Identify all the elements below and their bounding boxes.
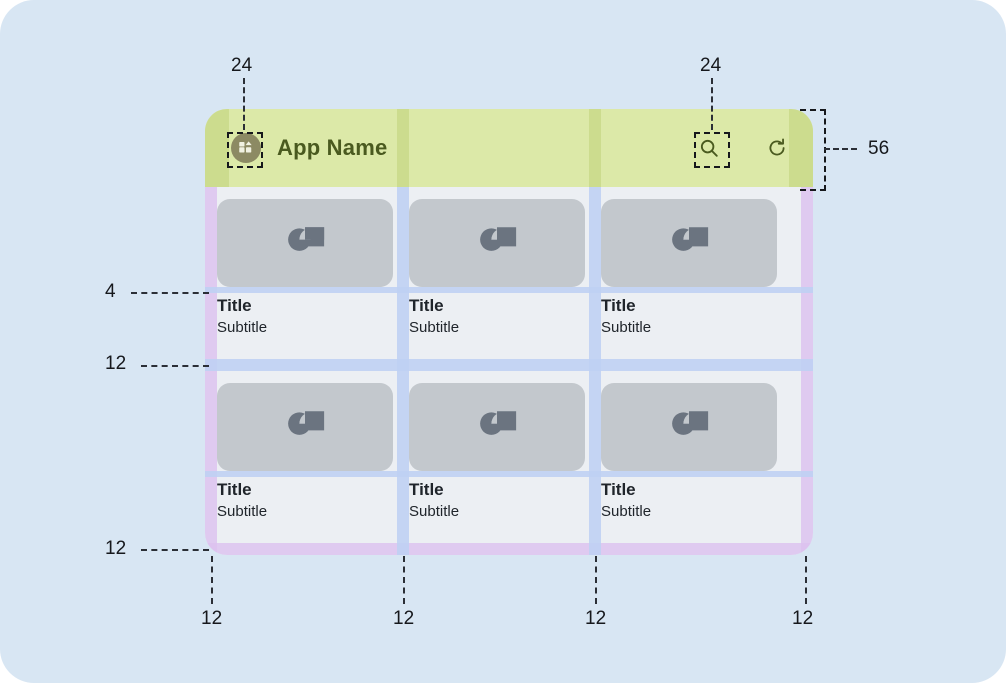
annotation-label-media-title-gap: 4: [105, 281, 116, 302]
annotation-label-appbar-height: 56: [868, 138, 890, 159]
leader-left-padding: [211, 556, 213, 604]
image-placeholder-icon: [288, 411, 325, 435]
image-placeholder-icon: [672, 227, 709, 251]
measure-box-nav-icon: [227, 132, 263, 168]
card-subtitle: Subtitle: [409, 503, 460, 521]
annotation-label-left-padding: 12: [201, 608, 223, 629]
nav-icon-button[interactable]: [231, 133, 261, 163]
annotation-label-icon-size-left: 24: [231, 55, 253, 76]
card-text: Title Subtitle: [409, 471, 585, 522]
leader-icon-size-left: [243, 78, 245, 130]
leader-icon-size-right: [711, 78, 713, 130]
card-media: [601, 383, 777, 471]
card-title: Title: [601, 480, 636, 499]
image-placeholder-icon: [672, 411, 709, 435]
card-subtitle: Subtitle: [217, 319, 268, 337]
card-text: Title Subtitle: [217, 471, 393, 522]
card-media: [409, 199, 585, 287]
card[interactable]: Title Subtitle: [601, 199, 777, 338]
card-media: [601, 199, 777, 287]
card-text: Title Subtitle: [601, 287, 777, 338]
annotation-label-row-gap: 12: [105, 353, 127, 374]
leader-bottom-padding: [141, 549, 209, 551]
card-media: [217, 383, 393, 471]
leader-right-padding: [805, 556, 807, 604]
app-frame: App Name: [205, 109, 813, 555]
search-icon: [700, 139, 718, 157]
leader-appbar-height: [824, 148, 857, 150]
annotation-label-right-padding: 12: [792, 608, 814, 629]
card-media: [217, 199, 393, 287]
card[interactable]: Title Subtitle: [217, 199, 393, 338]
card-text: Title Subtitle: [409, 287, 585, 338]
card-title: Title: [409, 480, 444, 499]
card[interactable]: Title Subtitle: [217, 383, 393, 522]
image-placeholder-icon: [480, 227, 517, 251]
card-title: Title: [601, 296, 636, 315]
card-media: [409, 383, 585, 471]
card-subtitle: Subtitle: [409, 319, 460, 337]
annotation-label-column-gap-1: 12: [393, 608, 415, 629]
app-grid-icon: [231, 133, 261, 163]
image-placeholder-icon: [288, 227, 325, 251]
card-title: Title: [217, 480, 252, 499]
card-text: Title Subtitle: [217, 287, 393, 338]
card-subtitle: Subtitle: [217, 503, 268, 521]
measure-bracket-appbar-height: [800, 109, 826, 191]
annotation-label-column-gap-2: 12: [585, 608, 607, 629]
leader-column-gap-1: [403, 556, 405, 604]
card[interactable]: Title Subtitle: [601, 383, 777, 522]
refresh-button[interactable]: [762, 133, 792, 163]
search-button[interactable]: [694, 133, 724, 163]
card[interactable]: Title Subtitle: [409, 383, 585, 522]
card-text: Title Subtitle: [601, 471, 777, 522]
leader-media-title-gap: [131, 292, 209, 294]
card-grid: Title Subtitle Title Subtitle: [205, 187, 813, 555]
image-placeholder-icon: [480, 411, 517, 435]
refresh-icon: [769, 138, 785, 156]
app-bar-title: App Name: [277, 135, 388, 160]
annotation-label-icon-size-right: 24: [700, 55, 722, 76]
card-title: Title: [409, 296, 444, 315]
annotation-label-bottom-padding: 12: [105, 538, 127, 559]
card-subtitle: Subtitle: [601, 319, 652, 337]
measure-box-search-icon: [694, 132, 730, 168]
leader-row-gap: [141, 365, 209, 367]
card[interactable]: Title Subtitle: [409, 199, 585, 338]
card-title: Title: [217, 296, 252, 315]
leader-column-gap-2: [595, 556, 597, 604]
card-subtitle: Subtitle: [601, 503, 652, 521]
